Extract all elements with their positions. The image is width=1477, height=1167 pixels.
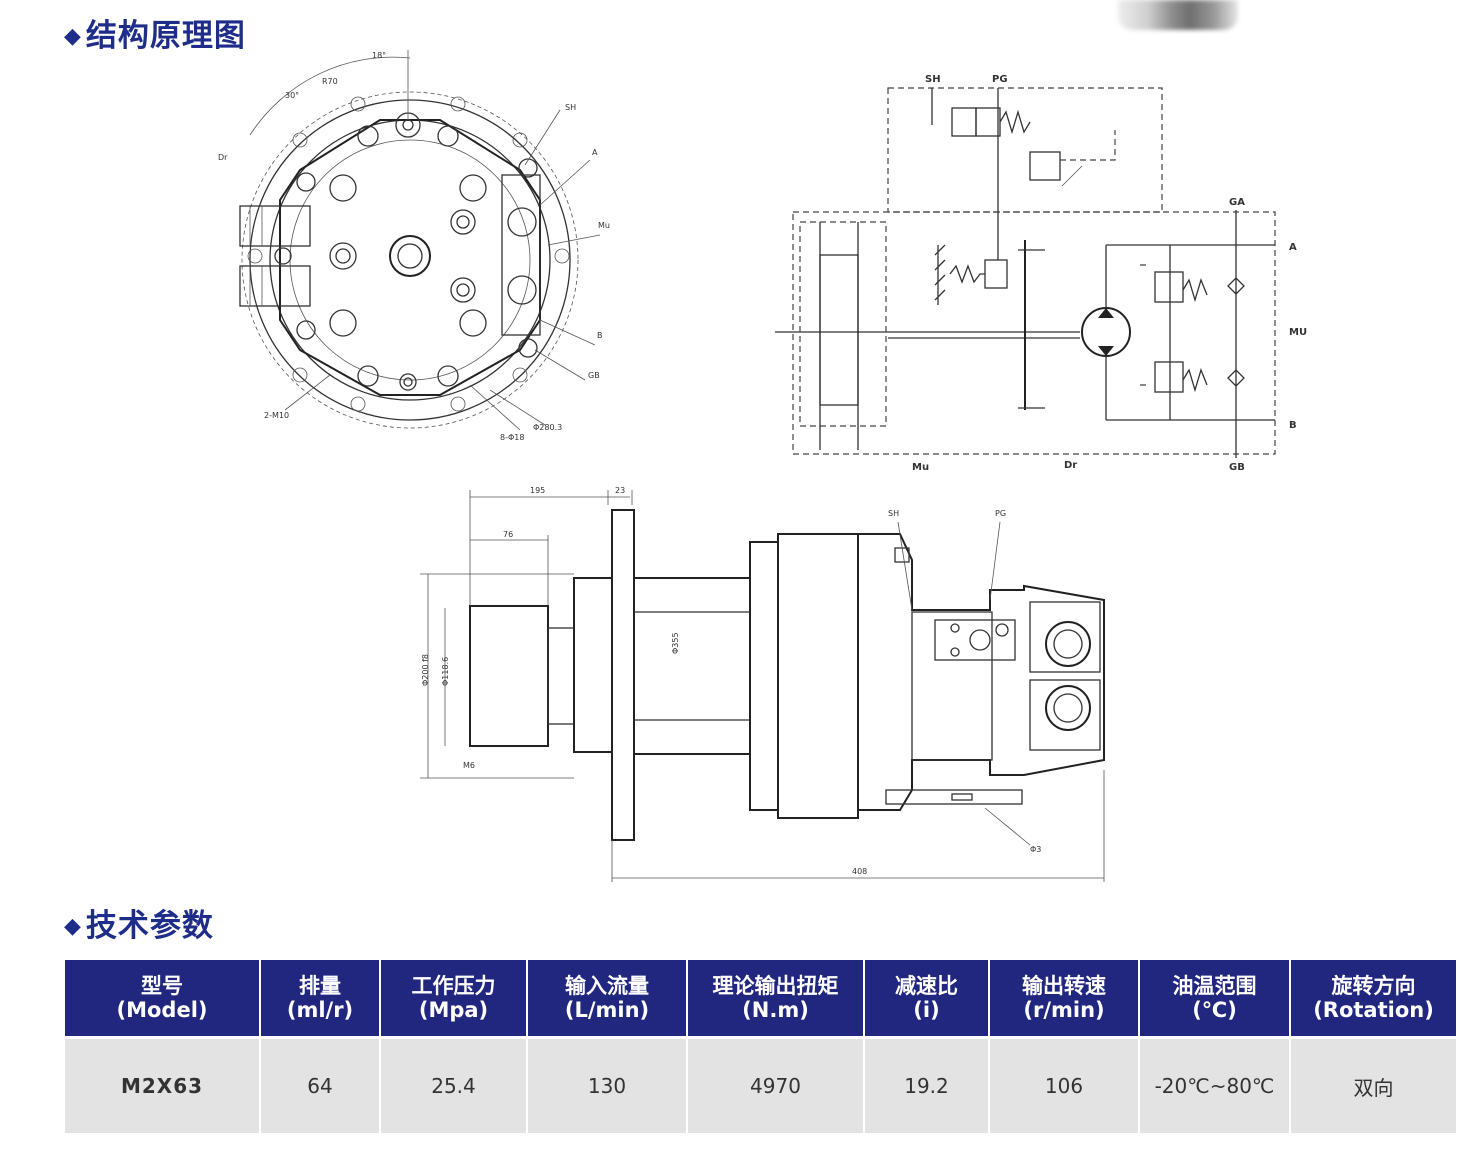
svg-text:Mu: Mu (598, 221, 610, 230)
header-pressure: 工作压力(Mpa) (379, 960, 527, 1038)
svg-text:Φ3: Φ3 (1030, 845, 1041, 854)
port-label-pg: PG (992, 74, 1008, 85)
svg-text:Φ200 f8: Φ200 f8 (421, 654, 430, 686)
diamond-bullet-icon: ◆ (64, 914, 82, 939)
svg-text:R70: R70 (322, 77, 338, 86)
diamond-bullet-icon: ◆ (64, 24, 82, 49)
blurred-overlay (1118, 0, 1238, 30)
port-label-mu: MU (1289, 327, 1307, 338)
svg-text:GB: GB (588, 371, 600, 380)
svg-text:408: 408 (852, 867, 867, 876)
table-row: M2X63 64 25.4 130 4970 19.2 106 -20℃~80℃… (65, 1036, 1456, 1133)
cell-ratio: 19.2 (863, 1036, 989, 1133)
cell-model: M2X63 (65, 1036, 260, 1133)
port-label-dr: Dr (1064, 460, 1077, 471)
cell-displacement: 64 (259, 1036, 380, 1133)
cell-flow: 130 (526, 1036, 687, 1133)
table-header-row: 型号(Model) 排量(ml/r) 工作压力(Mpa) 输入流量(L/min)… (65, 960, 1456, 1038)
port-label-ga: GA (1229, 197, 1245, 208)
header-torque: 理论输出扭矩(N.m) (686, 960, 864, 1038)
svg-text:SH: SH (565, 103, 576, 112)
svg-text:Φ355: Φ355 (671, 632, 680, 654)
header-displacement: 排量(ml/r) (259, 960, 380, 1038)
cell-temperature: -20℃~80℃ (1138, 1036, 1290, 1133)
port-label-b: B (1289, 420, 1297, 431)
cell-pressure: 25.4 (379, 1036, 527, 1133)
svg-text:PG: PG (995, 509, 1006, 518)
port-label-mu-bottom: Mu (912, 462, 929, 473)
svg-text:18°: 18° (372, 51, 386, 60)
svg-text:30°: 30° (285, 91, 299, 100)
header-ratio: 减速比(i) (863, 960, 989, 1038)
params-title-text: 技术参数 (85, 908, 214, 944)
svg-text:76: 76 (503, 530, 513, 539)
svg-text:SH: SH (888, 509, 899, 518)
side-view-drawing: 195 76 23 Φ200 f8 Φ118.6 Φ355 4 (420, 486, 1105, 882)
front-view-drawing: 18° 30° R70 Dr SH A Mu B GB Φ280.3 8-Φ18… (218, 50, 610, 442)
cell-rotation: 双向 (1289, 1036, 1456, 1133)
cell-torque: 4970 (686, 1036, 864, 1133)
port-label-a: A (1289, 242, 1297, 253)
parameters-table: 型号(Model) 排量(ml/r) 工作压力(Mpa) 输入流量(L/min)… (65, 960, 1456, 1133)
header-model: 型号(Model) (65, 960, 260, 1038)
svg-text:Φ280.3: Φ280.3 (533, 423, 562, 432)
svg-text:2-M10: 2-M10 (264, 411, 289, 420)
port-label-gb: GB (1229, 462, 1245, 473)
section-title-structure: ◆结构原理图 (64, 10, 246, 55)
header-temperature: 油温范围(℃) (1138, 960, 1290, 1038)
header-speed: 输出转速(r/min) (988, 960, 1139, 1038)
svg-text:Φ118.6: Φ118.6 (441, 657, 450, 686)
cell-speed: 106 (988, 1036, 1139, 1133)
svg-text:B: B (597, 331, 603, 340)
svg-text:195: 195 (530, 486, 545, 495)
svg-text:Dr: Dr (218, 153, 228, 162)
port-label-sh: SH (925, 74, 941, 85)
hydraulic-schematic: SH PG GA A MU B GB Dr Mu (775, 74, 1307, 473)
svg-text:8-Φ18: 8-Φ18 (500, 433, 524, 442)
structure-title-text: 结构原理图 (85, 18, 246, 54)
svg-text:23: 23 (615, 486, 625, 495)
technical-drawings: 18° 30° R70 Dr SH A Mu B GB Φ280.3 8-Φ18… (218, 50, 1307, 882)
header-rotation: 旋转方向(Rotation) (1289, 960, 1456, 1038)
svg-text:A: A (592, 148, 598, 157)
svg-text:M6: M6 (463, 761, 475, 770)
section-title-params: ◆技术参数 (64, 900, 214, 945)
header-flow: 输入流量(L/min) (526, 960, 687, 1038)
